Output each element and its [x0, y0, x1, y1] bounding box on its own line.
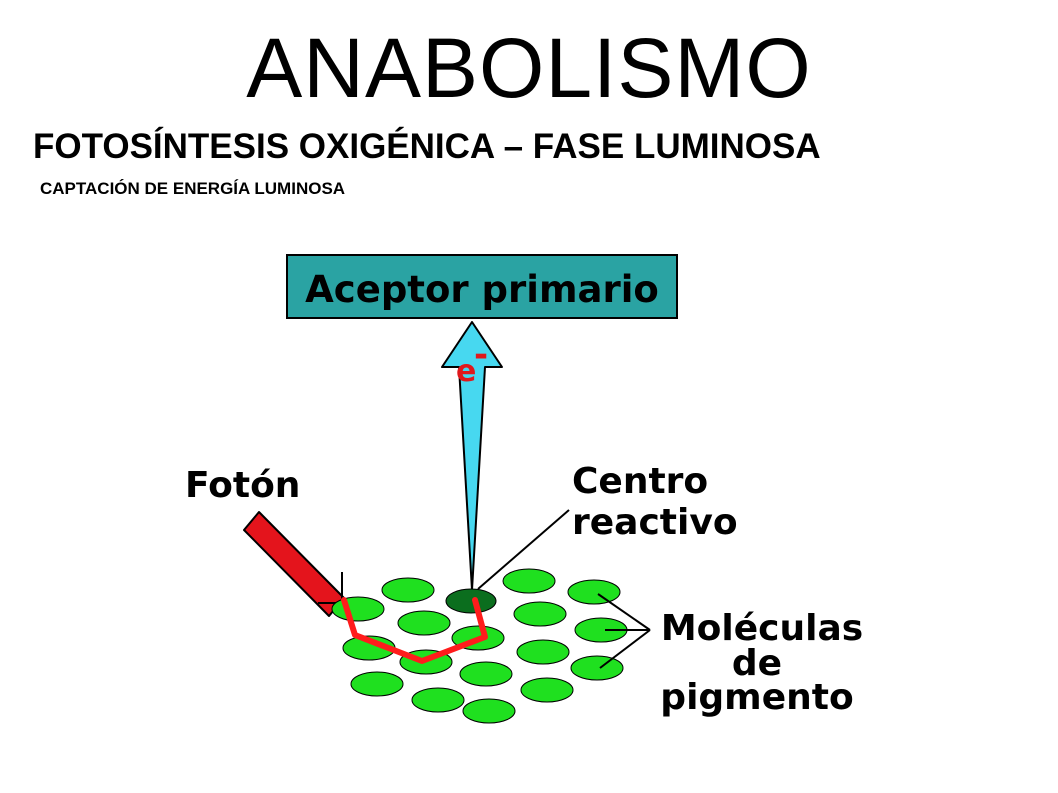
pigment-molecule [397, 610, 451, 636]
pigment-molecule [411, 687, 465, 713]
pigment-molecule [459, 661, 513, 687]
energy-transfer-path [341, 597, 488, 664]
reaction-center-callout: Centro reactivo [477, 461, 738, 590]
pigment-molecule [331, 596, 385, 622]
electron-symbol: e [456, 354, 476, 389]
reaction-center-molecule [445, 588, 497, 614]
pigment-molecule [520, 677, 574, 703]
pigment-molecule [381, 577, 435, 603]
reaction-center-pointer [477, 509, 570, 590]
pigment-label-line2: de [732, 643, 782, 684]
pigment-molecule [570, 655, 624, 681]
reaction-center-label-line1: Centro [572, 461, 708, 502]
pigment-molecule [516, 639, 570, 665]
pigment-callout: Moléculas de pigmento [597, 593, 863, 718]
electron-charge: - [474, 335, 488, 375]
pigment-label-line3: pigmento [660, 677, 853, 718]
photon: Fotón [185, 465, 345, 617]
primary-acceptor: Aceptor primario [286, 254, 678, 319]
pigment-pointer [599, 629, 651, 669]
page-title: ANABOLISMO [246, 21, 812, 115]
section-heading: CAPTACIÓN DE ENERGÍA LUMINOSA [40, 179, 346, 198]
photon-label: Fotón [185, 465, 300, 506]
pigment-molecule [513, 601, 567, 627]
page-subtitle: FOTOSÍNTESIS OXIGÉNICA – FASE LUMINOSA [33, 127, 821, 166]
electron-transfer: e - [441, 321, 503, 591]
photon-arrow [243, 511, 345, 617]
pigment-pointer [597, 593, 651, 631]
pigment-molecule [350, 671, 404, 697]
pigment-molecule [502, 568, 556, 594]
pigment-molecule [462, 698, 516, 724]
pigment-label-line1: Moléculas [661, 608, 863, 649]
reaction-center-label-line2: reactivo [572, 502, 738, 543]
primary-acceptor-label: Aceptor primario [305, 268, 659, 311]
primary-acceptor-box [286, 254, 678, 319]
pigment-molecule [567, 579, 621, 605]
